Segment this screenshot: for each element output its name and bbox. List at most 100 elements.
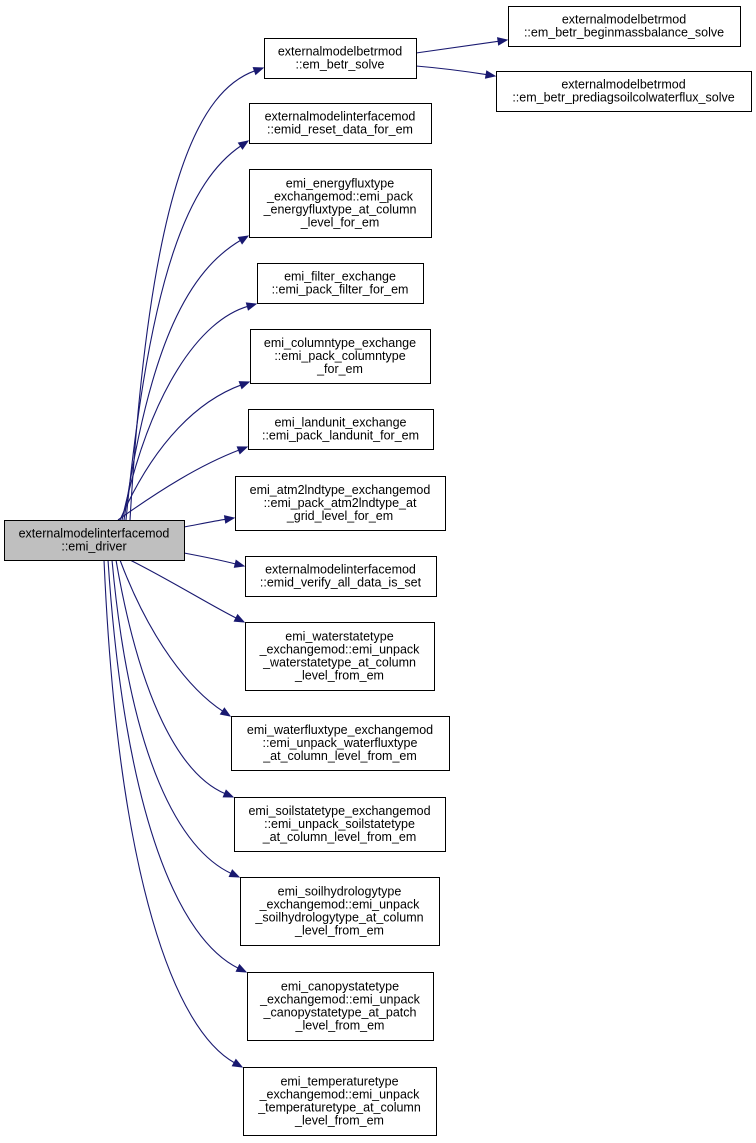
node-label-line: _exchangemod::emi_unpack [259,993,421,1007]
arrowhead-icon [237,235,250,245]
node-unpack-waterflux[interactable]: emi_waterfluxtype_exchangemod::emi_unpac… [231,716,450,771]
node-label-line: _temperaturetype_at_column [257,1101,421,1115]
node-box [245,556,437,597]
edge-betr-solve-to-betr-prediagsoilcolwaterflux [415,65,497,79]
node-label-line: emi_canopystatetype [281,980,399,994]
arrowhead-icon [228,869,241,878]
node-pack-energyflux[interactable]: emi_energyfluxtype_exchangemod::emi_pack… [249,169,432,238]
node-box [235,476,446,531]
edge-line [129,559,238,619]
node-label-line: ::em_betr_solve [296,58,385,72]
node-unpack-soilhydrology[interactable]: emi_soilhydrologytype_exchangemod::emi_u… [240,877,440,946]
node-pack-filter[interactable]: emi_filter_exchange::emi_pack_filter_for… [257,263,424,304]
node-label-line: ::emi_driver [61,540,126,554]
node-label-line: ::emi_pack_columntype [274,349,405,363]
node-box [247,972,434,1041]
edge-root-to-pack-energyflux [123,235,250,521]
arrowhead-icon [233,559,246,568]
arrowhead-icon [235,963,248,973]
node-box [249,103,432,144]
node-emid-reset-data[interactable]: externalmodelinterfacemod::emid_reset_da… [249,103,432,144]
node-label-line: externalmodelinterfacemod [19,527,170,541]
node-label-line: _level_from_em [295,1019,385,1033]
node-pack-atm2lnd[interactable]: emi_atm2lndtype_exchangemod::emi_pack_at… [235,476,446,531]
node-label-line: ::emi_unpack_soilstatetype [264,817,415,831]
arrowhead-icon [219,707,232,717]
node-label-line: emi_columntype_exchange [264,336,416,350]
edge-root-to-pack-atm2lnd [183,515,236,528]
node-label-line: emi_temperaturetype [280,1075,398,1089]
arrowhead-icon [223,515,236,524]
node-label-line: _at_column_level_from_em [262,830,417,844]
node-label-line: ::em_betr_beginmassbalance_solve [524,26,724,40]
edge-line [183,518,227,528]
node-box [249,169,432,238]
node-label-line: _grid_level_for_em [286,509,393,523]
node-box [508,6,741,47]
node-label-line: _canopystatetype_at_patch [263,1006,417,1020]
node-label-line: emi_soilhydrologytype [278,885,402,899]
node-box [248,409,434,450]
node-label-line: emi_energyfluxtype [286,177,394,191]
node-label-line: emi_soilstatetype_exchangemod [248,804,430,818]
node-label-line: emi_landunit_exchange [274,416,406,430]
edge-root-to-pack-landunit [117,446,249,521]
node-box [250,329,431,384]
node-betr-prediagsoilcolwaterflux[interactable]: externalmodelbetrmod::em_betr_prediagsoi… [496,71,752,112]
arrowhead-icon [233,613,246,623]
edge-line [115,559,226,795]
node-unpack-canopystate[interactable]: emi_canopystatetype_exchangemod::emi_unp… [247,972,434,1041]
node-label-line: ::emi_pack_atm2lndtype_at [264,496,417,510]
edge-line [415,40,500,54]
node-box [257,263,424,304]
node-label-line: ::emi_pack_landunit_for_em [262,429,419,443]
node-box [264,38,417,79]
node-emid-verify[interactable]: externalmodelinterfacemod::emid_verify_a… [245,556,437,597]
node-box [243,1067,437,1136]
node-unpack-waterstate[interactable]: emi_waterstatetype_exchangemod::emi_unpa… [245,622,435,691]
edge-line [121,305,249,521]
edge-line [129,70,256,521]
node-label-line: externalmodelbetrmod [562,13,686,27]
call-edges [103,37,509,1068]
node-label-line: _waterstatetype_at_column [262,656,416,670]
node-label-line: ::emi_unpack_waterfluxtype [263,736,418,750]
edge-root-to-emid-reset-data [125,140,250,521]
arrowhead-icon [238,381,251,390]
node-label-line: emi_waterstatetype [285,630,393,644]
node-box [4,520,185,561]
edge-root-to-unpack-canopystate [107,559,248,973]
edge-root-to-emid-verify [183,552,246,568]
node-label-line: _soilhydrologytype_at_column [254,911,423,925]
node-betr-solve[interactable]: externalmodelbetrmod::em_betr_solve [264,38,417,79]
edge-line [107,559,240,969]
arrowhead-icon [252,67,265,76]
edge-root-to-unpack-temperature [103,559,244,1068]
node-label-line: externalmodelinterfacemod [265,563,416,577]
node-betr-beginmassbalance[interactable]: externalmodelbetrmod::em_betr_beginmassb… [508,6,741,47]
node-label-line: ::emid_verify_all_data_is_set [260,576,422,590]
node-label-line: _level_from_em [294,1114,384,1128]
node-unpack-soilstate[interactable]: emi_soilstatetype_exchangemod::emi_unpac… [234,797,446,852]
arrowhead-icon [222,789,235,798]
edge-root-to-unpack-waterflux [119,559,232,717]
node-label-line: ::emid_reset_data_for_em [267,123,413,137]
node-label-line: ::em_betr_prediagsoilcolwaterflux_solve [512,91,734,105]
node-pack-columntype[interactable]: emi_columntype_exchange::emi_pack_column… [250,329,431,384]
node-label-line: externalmodelbetrmod [561,78,685,92]
node-box [245,622,435,691]
node-label-line: _exchangemod::emi_pack [266,190,414,204]
edge-line [111,559,232,875]
node-pack-landunit[interactable]: emi_landunit_exchange::emi_pack_landunit… [248,409,434,450]
node-unpack-temperature[interactable]: emi_temperaturetype_exchangemod::emi_unp… [243,1067,437,1136]
node-box [234,797,446,852]
node-box [231,716,450,771]
arrowhead-icon [231,1058,244,1068]
node-label-line: _exchangemod::emi_unpack [259,1088,421,1102]
node-box [240,877,440,946]
node-label-line: _for_em [316,362,363,376]
node-root: externalmodelinterfacemod::emi_driver [4,520,185,561]
edge-root-to-betr-solve [129,67,265,521]
node-label-line: externalmodelbetrmod [278,45,402,59]
